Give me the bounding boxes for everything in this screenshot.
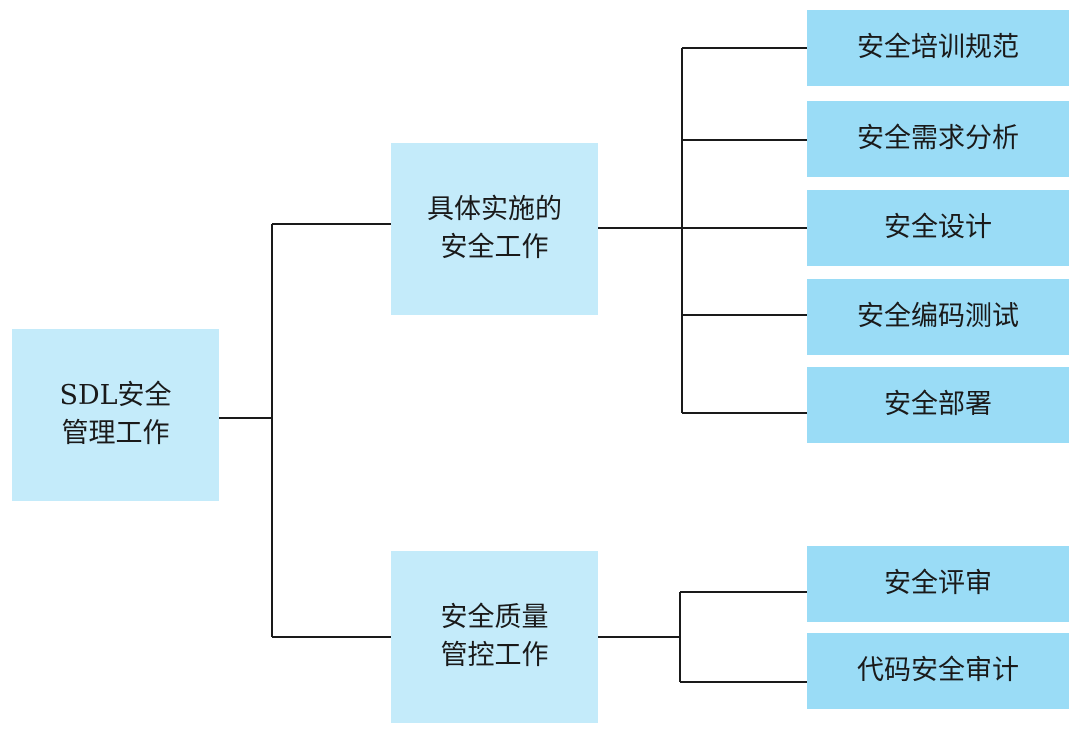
leaf-node-label: 安全部署 bbox=[884, 389, 992, 420]
leaf-node-review: 安全评审 bbox=[807, 546, 1069, 622]
leaf-node-deployment: 安全部署 bbox=[807, 367, 1069, 443]
leaf-node-coding-testing: 安全编码测试 bbox=[807, 279, 1069, 355]
leaf-node-code-audit: 代码安全审计 bbox=[807, 633, 1069, 709]
leaf-node-label: 安全需求分析 bbox=[857, 123, 1019, 154]
leaf-node-label: 安全培训规范 bbox=[857, 32, 1019, 63]
root-node-label: SDL安全 管理工作 bbox=[59, 380, 172, 449]
branch-node-implementation: 具体实施的 安全工作 bbox=[391, 143, 598, 315]
leaf-node-label: 代码安全审计 bbox=[857, 655, 1019, 686]
root-node: SDL安全 管理工作 bbox=[12, 329, 219, 501]
leaf-node-training: 安全培训规范 bbox=[807, 10, 1069, 86]
leaf-node-label: 安全编码测试 bbox=[857, 301, 1019, 332]
leaf-node-requirements: 安全需求分析 bbox=[807, 101, 1069, 177]
leaf-node-label: 安全评审 bbox=[884, 568, 992, 599]
leaf-node-label: 安全设计 bbox=[884, 212, 992, 243]
leaf-node-design: 安全设计 bbox=[807, 190, 1069, 266]
branch-node-label: 安全质量 管控工作 bbox=[440, 602, 549, 671]
branch-node-label: 具体实施的 安全工作 bbox=[427, 194, 562, 263]
branch-node-quality-control: 安全质量 管控工作 bbox=[391, 551, 598, 723]
